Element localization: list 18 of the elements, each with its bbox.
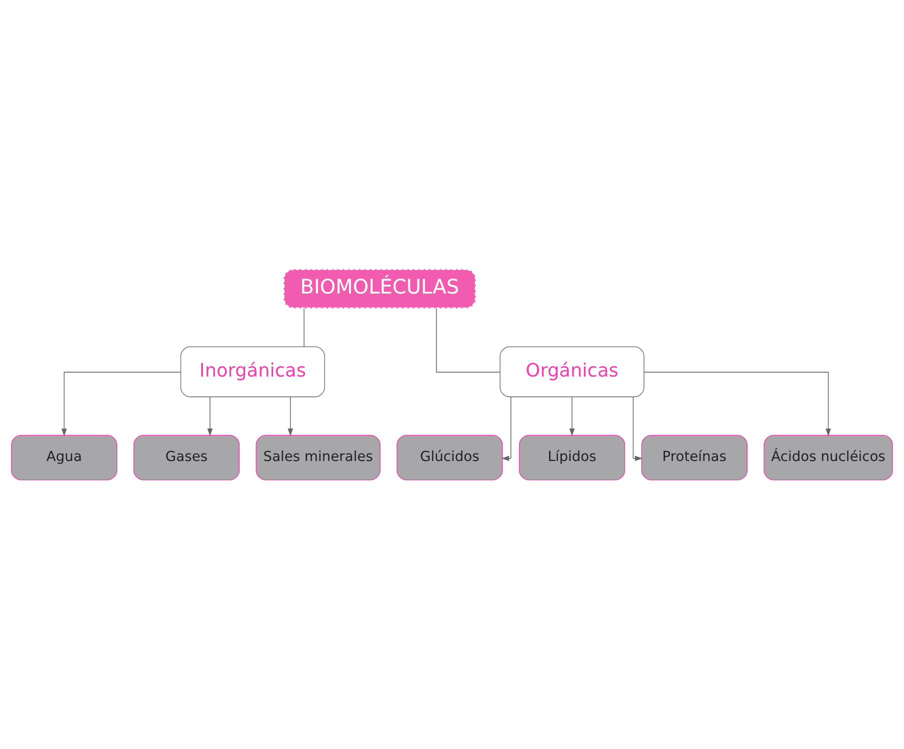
node-box: Sales minerales bbox=[256, 434, 380, 480]
arrow bbox=[644, 372, 831, 436]
arrow bbox=[632, 396, 643, 462]
node-box: Ácidos nucléicos bbox=[764, 434, 893, 480]
node-box: Agua bbox=[11, 434, 118, 480]
node-box: Gases bbox=[133, 434, 240, 480]
arrow bbox=[207, 396, 213, 436]
node-box: BIOMOLÉCULAS bbox=[282, 268, 477, 310]
arrow bbox=[61, 372, 181, 436]
connector bbox=[436, 308, 500, 373]
node-box: Lípidos bbox=[518, 434, 626, 480]
node-box: Inorgánicas bbox=[180, 346, 326, 398]
arrow bbox=[569, 396, 575, 436]
node-box: Proteínas bbox=[641, 434, 748, 480]
arrow bbox=[501, 396, 512, 462]
node-box: Orgánicas bbox=[500, 346, 644, 398]
arrow bbox=[288, 396, 294, 436]
node-box: Glúcidos bbox=[396, 434, 503, 480]
